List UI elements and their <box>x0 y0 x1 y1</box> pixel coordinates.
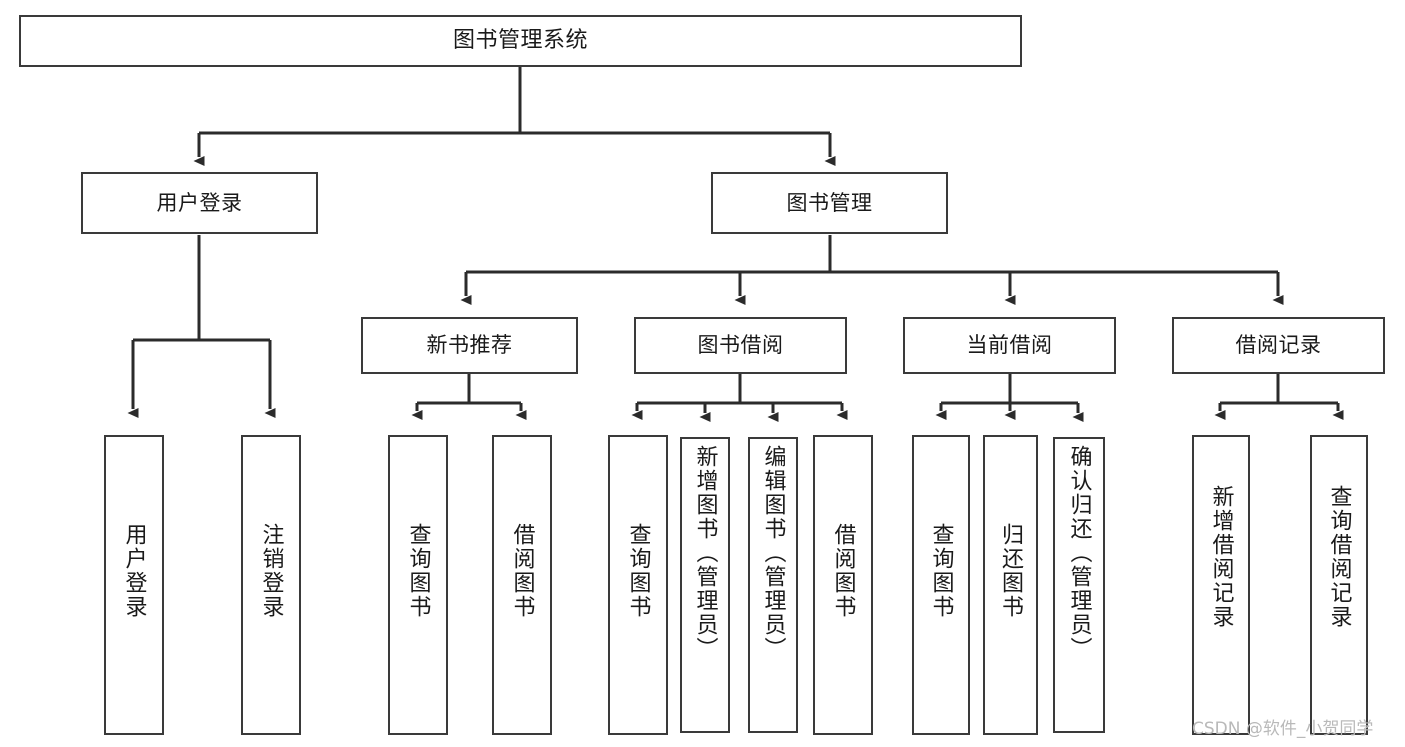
csdn-watermark: CSDN @软件_小贺同学 <box>1192 719 1374 739</box>
leaf-user-login[interactable]: 用户登录 <box>104 435 164 735</box>
leaf-add-borrow-record[interactable]: 新增借阅记录 <box>1192 435 1250 735</box>
leaf-query-book-borrow[interactable]: 查询图书 <box>608 435 668 735</box>
node-label: 新增图书（管理员） <box>692 445 718 661</box>
node-label: 用户登录 <box>121 523 147 619</box>
node-user-login[interactable]: 用户登录 <box>81 172 318 234</box>
node-label: 编辑图书（管理员） <box>760 445 786 661</box>
node-label: 归还图书 <box>998 523 1024 619</box>
node-book-management[interactable]: 图书管理 <box>711 172 948 234</box>
node-label: 查询图书 <box>405 523 431 619</box>
node-label: 用户登录 <box>156 190 243 215</box>
node-label: 新增借阅记录 <box>1208 485 1234 629</box>
leaf-borrow-book-recommend[interactable]: 借阅图书 <box>492 435 552 735</box>
leaf-query-book-recommend[interactable]: 查询图书 <box>388 435 448 735</box>
node-label: 查询借阅记录 <box>1326 485 1352 629</box>
node-root-system[interactable]: 图书管理系统 <box>19 15 1022 67</box>
leaf-borrow-book[interactable]: 借阅图书 <box>813 435 873 735</box>
node-label: 借阅图书 <box>509 523 535 619</box>
node-label: 图书借阅 <box>697 333 784 358</box>
leaf-return-book[interactable]: 归还图书 <box>983 435 1038 735</box>
node-label: 查询图书 <box>928 523 954 619</box>
node-new-book-recommend[interactable]: 新书推荐 <box>361 317 578 374</box>
node-label: 确认归还（管理员） <box>1066 445 1092 661</box>
node-label: 查询图书 <box>625 523 651 619</box>
leaf-query-borrow-record[interactable]: 查询借阅记录 <box>1310 435 1368 735</box>
node-label: 新书推荐 <box>426 333 513 358</box>
node-current-borrow[interactable]: 当前借阅 <box>903 317 1116 374</box>
leaf-confirm-return-admin[interactable]: 确认归还（管理员） <box>1053 437 1105 733</box>
leaf-logout[interactable]: 注销登录 <box>241 435 301 735</box>
node-label: 借阅记录 <box>1235 333 1322 358</box>
node-book-borrow[interactable]: 图书借阅 <box>634 317 847 374</box>
leaf-add-book-admin[interactable]: 新增图书（管理员） <box>680 437 730 733</box>
node-label: 注销登录 <box>258 523 284 619</box>
node-label: 图书管理系统 <box>452 28 588 54</box>
node-label: 图书管理 <box>786 190 873 215</box>
leaf-edit-book-admin[interactable]: 编辑图书（管理员） <box>748 437 798 733</box>
leaf-query-book-current[interactable]: 查询图书 <box>912 435 970 735</box>
node-borrow-records[interactable]: 借阅记录 <box>1172 317 1385 374</box>
node-label: 当前借阅 <box>966 333 1053 358</box>
node-label: 借阅图书 <box>830 523 856 619</box>
